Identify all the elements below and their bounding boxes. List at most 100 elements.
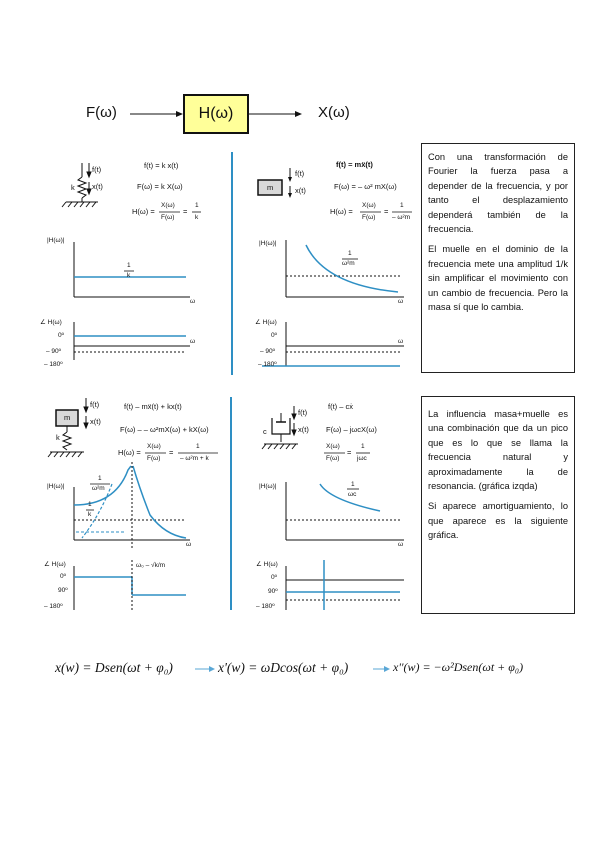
system-block: H(ω) — [183, 94, 249, 134]
mass-eq2: F(ω) = – ω² mX(ω) — [334, 182, 397, 191]
spring-phase-label: ∠ H(ω) — [40, 319, 62, 326]
spring-disp-label: x(t) — [92, 182, 103, 191]
mass-eq1: f(t) = mẍ(t) — [336, 160, 373, 169]
formula-position: x(w) = Dsen(ωt + φ₀) — [55, 660, 173, 675]
spring-k-label: k — [71, 183, 75, 192]
mass-ph180: – 180º — [258, 361, 277, 368]
damper-ph0: 0º — [271, 574, 277, 581]
massspring-eq3-rnum: 1 — [196, 443, 200, 450]
massspring-eq3-den: F(ω) — [147, 455, 161, 462]
mass-eq3-lhs: H(ω) = — [330, 207, 353, 216]
massspring-schematic — [47, 398, 89, 458]
note-box-top: Con una transformación de Fourier la fue… — [421, 143, 575, 373]
mass-phase-label: ∠ H(ω) — [255, 319, 277, 326]
mass-mag-curve-num: 1 — [348, 250, 352, 257]
mass-eq3-den: F(ω) — [362, 214, 376, 221]
mass-phase-plot — [262, 322, 404, 367]
damper-omega-mag: ω — [398, 541, 404, 548]
spring-force-label: f(t) — [92, 165, 102, 174]
spring-eq3-num: X(ω) — [161, 202, 175, 209]
note-paragraph: La influencia masa+muelle es una combina… — [428, 409, 568, 492]
formula-acceleration: x''(w) = −ω²Dsen(ωt + φ₀) — [393, 660, 524, 674]
damper-eq3-eq: = — [347, 448, 352, 457]
mass-disp-label: x(t) — [295, 186, 306, 195]
spring-eq3-lhs: H(ω) = — [132, 207, 155, 216]
mass-mag-label: |H(ω)| — [259, 240, 277, 247]
input-label: F(ω) — [86, 104, 117, 121]
spring-ph0: 0º — [58, 332, 64, 339]
damper-eq3-num: X(ω) — [326, 443, 340, 450]
massspring-k-label: k — [56, 433, 60, 442]
damper-mag-label: |H(ω)| — [259, 483, 277, 490]
mass-force-label: f(t) — [295, 169, 305, 178]
damper-force-label: f(t) — [298, 408, 308, 417]
spring-eq2: F(ω) = k X(ω) — [137, 182, 183, 191]
massspring-force-label: f(t) — [90, 400, 100, 409]
massspring-eq1: f(t) – mẍ(t) + kx(t) — [124, 402, 182, 411]
damper-eq1: f(t) – cẋ — [328, 402, 354, 411]
damper-ph180: – 180º — [256, 603, 275, 610]
massspring-disp-label: x(t) — [90, 417, 101, 426]
note-box-bottom: La influencia masa+muelle es una combina… — [421, 396, 575, 614]
spring-eq1: f(t) = k x(t) — [144, 161, 179, 170]
damper-eq2: F(ω) – jωcX(ω) — [326, 425, 377, 434]
massspring-phase-plot — [73, 560, 186, 610]
massspring-eq3-eq: = — [169, 448, 174, 457]
damper-magnitude-plot — [285, 482, 404, 541]
massspring-curve2-den: k — [88, 511, 92, 518]
massspring-ph90: 90º — [58, 587, 68, 594]
spring-eq3-rnum: 1 — [195, 202, 199, 209]
mass-ph0: 0º — [271, 332, 277, 339]
mass-eq3-eq: = — [384, 207, 389, 216]
mass-mag-curve-den: ω²m — [342, 260, 355, 267]
massspring-eq3-num: X(ω) — [147, 443, 161, 450]
damper-ph90: 90º — [268, 588, 278, 595]
spring-magnitude-plot — [73, 242, 190, 298]
massspring-ph180: – 180º — [44, 603, 63, 610]
system-label: H(ω) — [198, 105, 234, 122]
massspring-curve1-num: 1 — [98, 475, 102, 482]
mass-eq3-rnum: 1 — [400, 202, 404, 209]
mass-magnitude-plot — [285, 240, 404, 298]
mass-eq3-rden: – ω²m — [392, 214, 411, 221]
damper-curve-num: 1 — [351, 481, 355, 488]
note-paragraph: Con una transformación de Fourier la fue… — [428, 152, 568, 235]
mass-schematic — [257, 168, 292, 198]
spring-mag-label: |H(ω)| — [47, 237, 65, 244]
massspring-ph0: 0º — [60, 573, 66, 580]
spring-phase-plot — [73, 322, 190, 360]
formula-velocity: x'(w) = ωDcos(ωt + φ₀) — [218, 660, 349, 675]
damper-eq3-rnum: 1 — [361, 443, 365, 450]
spring-eq3-eq: = — [183, 207, 188, 216]
mass-omega-phase: ω — [398, 338, 404, 345]
massspring-phase-label: ∠ H(ω) — [44, 561, 66, 568]
damper-eq3-den: F(ω) — [326, 455, 340, 462]
damper-c-label: c — [263, 427, 267, 436]
output-label: X(ω) — [318, 104, 350, 121]
massspring-magnitude-plot — [73, 462, 190, 548]
spring-eq3-rden: k — [195, 214, 199, 221]
spring-mag-curve-num: 1 — [127, 262, 131, 269]
spring-eq3-den: F(ω) — [161, 214, 175, 221]
massspring-omega-mag: ω — [186, 541, 192, 548]
massspring-mag-label: |H(ω)| — [47, 483, 65, 490]
damper-curve-den: ωc — [348, 491, 357, 498]
note-paragraph: El muelle en el dominio de la frecuencia… — [428, 244, 568, 313]
damper-disp-label: x(t) — [298, 425, 309, 434]
spring-omega-mag: ω — [190, 298, 196, 305]
damper-phase-label: ∠ H(ω) — [256, 561, 278, 568]
massspring-eq3-lhs: H(ω) = — [118, 448, 141, 457]
mass-eq3-num: X(ω) — [362, 202, 376, 209]
massspring-curve2-num: 1 — [88, 501, 92, 508]
spring-ph180: – 180º — [44, 361, 63, 368]
spring-mag-curve-den: k — [127, 272, 131, 279]
mass-ph90: – 90º — [260, 348, 276, 355]
damper-phase-plot — [285, 560, 404, 610]
massspring-curve1-den: ω²m — [92, 485, 105, 492]
mass-omega-mag: ω — [398, 298, 404, 305]
massspring-omega0: ω₀ – √k/m — [136, 562, 166, 569]
damper-schematic — [261, 406, 298, 450]
